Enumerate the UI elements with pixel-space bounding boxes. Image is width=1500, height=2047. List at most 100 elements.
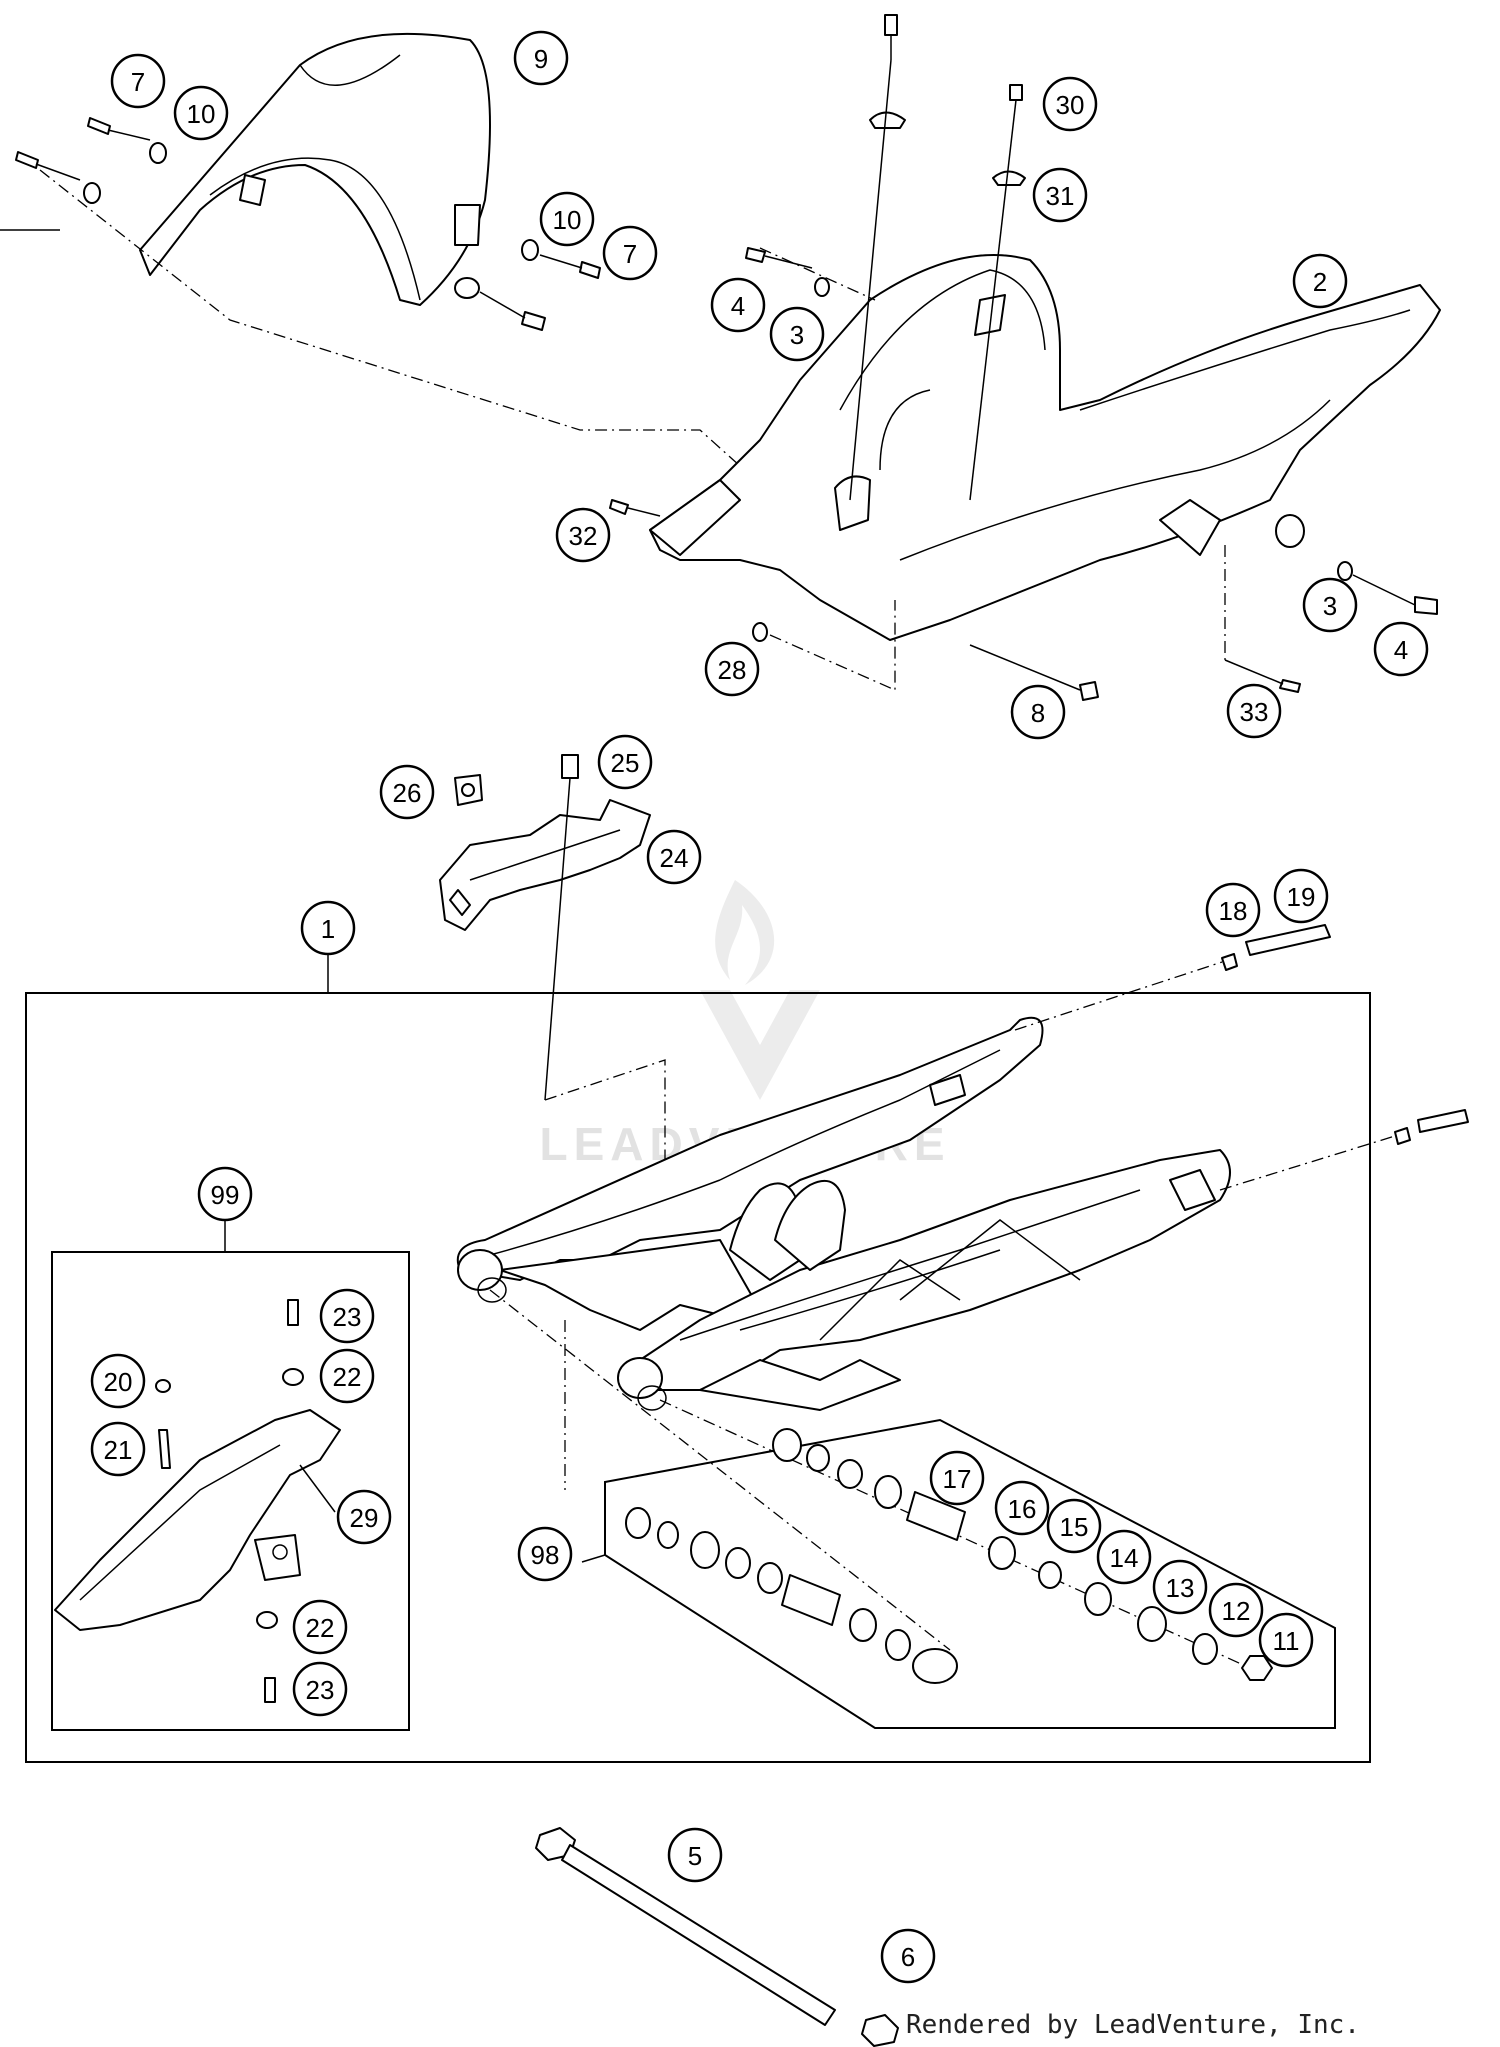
- svg-text:7: 7: [131, 67, 145, 97]
- callout-99: 99: [197, 1166, 253, 1222]
- svg-text:31: 31: [1046, 181, 1075, 211]
- leader-line: [769, 600, 896, 691]
- svg-text:3: 3: [790, 320, 804, 350]
- svg-text:18: 18: [1219, 896, 1248, 926]
- bearing-kit-box: [581, 1418, 1336, 1729]
- svg-text:98: 98: [531, 1540, 560, 1570]
- svg-text:22: 22: [333, 1362, 362, 1392]
- callout-26: 26: [379, 764, 435, 820]
- bolts-top-left: [0, 117, 601, 331]
- pivot-shaft-part: [535, 1827, 899, 2047]
- callout-23: 23: [319, 1288, 375, 1344]
- svg-text:4: 4: [731, 291, 745, 321]
- callout-16: 16: [994, 1480, 1050, 1536]
- svg-text:29: 29: [350, 1503, 379, 1533]
- callout-11: 11: [1258, 1612, 1314, 1668]
- callout-30: 30: [1042, 76, 1098, 132]
- svg-text:8: 8: [1031, 698, 1045, 728]
- leader-line: [544, 1059, 666, 1170]
- callout-17: 17: [929, 1450, 985, 1506]
- callout-1: 1: [300, 900, 356, 956]
- chain-slider-kit-box: [51, 1251, 410, 1731]
- svg-text:7: 7: [623, 239, 637, 269]
- svg-text:6: 6: [901, 1942, 915, 1972]
- callout-5: 5: [667, 1827, 723, 1883]
- svg-text:25: 25: [611, 748, 640, 778]
- callout-3: 3: [1302, 577, 1358, 633]
- svg-text:2: 2: [1313, 267, 1327, 297]
- chain-guard-part: [649, 254, 1441, 641]
- svg-text:12: 12: [1222, 1596, 1251, 1626]
- svg-text:15: 15: [1060, 1512, 1089, 1542]
- svg-text:32: 32: [569, 521, 598, 551]
- axle-adjuster-hardware: [1014, 924, 1469, 1191]
- leader-line: [489, 1289, 951, 1651]
- callout-7: 7: [602, 225, 658, 281]
- callout-23: 23: [292, 1661, 348, 1717]
- svg-text:17: 17: [943, 1464, 972, 1494]
- callout-22: 22: [319, 1348, 375, 1404]
- callout-28: 28: [704, 641, 760, 697]
- callout-10: 10: [539, 191, 595, 247]
- svg-text:11: 11: [1273, 1626, 1300, 1656]
- callout-33: 33: [1226, 683, 1282, 739]
- svg-text:16: 16: [1008, 1494, 1037, 1524]
- callout-15: 15: [1046, 1498, 1102, 1554]
- svg-text:30: 30: [1056, 90, 1085, 120]
- callout-9: 9: [513, 30, 569, 86]
- callout-4: 4: [710, 277, 766, 333]
- callout-25: 25: [597, 734, 653, 790]
- chain-slider-part: [439, 754, 651, 1101]
- callout-3: 3: [769, 306, 825, 362]
- chain-guard-cover-part: [139, 32, 491, 306]
- callout-21: 21: [90, 1421, 146, 1477]
- callout-6: 6: [880, 1928, 936, 1984]
- svg-text:10: 10: [553, 205, 582, 235]
- svg-text:3: 3: [1323, 591, 1337, 621]
- svg-text:5: 5: [688, 1841, 702, 1871]
- callout-31: 31: [1032, 167, 1088, 223]
- callout-8: 8: [1010, 684, 1066, 740]
- callout-14: 14: [1096, 1529, 1152, 1585]
- svg-text:22: 22: [306, 1613, 335, 1643]
- callout-2: 2: [1292, 253, 1348, 309]
- callout-13: 13: [1152, 1559, 1208, 1615]
- svg-text:33: 33: [1240, 697, 1269, 727]
- svg-text:4: 4: [1394, 635, 1408, 665]
- bolts-top-right: [609, 14, 1438, 701]
- callout-32: 32: [555, 507, 611, 563]
- callout-24: 24: [646, 829, 702, 885]
- callout-10: 10: [173, 85, 229, 141]
- callout-4: 4: [1373, 621, 1429, 677]
- leader-line: [759, 247, 876, 301]
- svg-text:23: 23: [306, 1675, 335, 1705]
- svg-text:10: 10: [187, 99, 216, 129]
- svg-text:19: 19: [1287, 882, 1316, 912]
- footer-credit: Rendered by LeadVenture, Inc.: [906, 2010, 1360, 2040]
- svg-text:21: 21: [104, 1435, 133, 1465]
- callout-7: 7: [110, 53, 166, 109]
- bearing-components: [625, 1428, 1273, 1684]
- callout-98: 98: [517, 1526, 573, 1582]
- svg-text:28: 28: [718, 655, 747, 685]
- svg-text:26: 26: [393, 778, 422, 808]
- svg-text:20: 20: [104, 1367, 133, 1397]
- svg-text:99: 99: [211, 1180, 240, 1210]
- callouts: 1 2 3 3 4 4 5 6 7 7 8 9 10 10 11 12 13 1…: [90, 30, 1429, 1984]
- swingarm-assembly-box: [25, 992, 1371, 1763]
- svg-text:1: 1: [321, 914, 335, 944]
- svg-text:23: 23: [333, 1302, 362, 1332]
- callout-19: 19: [1273, 868, 1329, 924]
- svg-text:9: 9: [534, 44, 548, 74]
- swingarm-part: [456, 1016, 1231, 1411]
- callout-18: 18: [1205, 882, 1261, 938]
- svg-text:24: 24: [660, 843, 689, 873]
- svg-text:13: 13: [1166, 1573, 1195, 1603]
- svg-text:14: 14: [1110, 1543, 1139, 1573]
- callout-29: 29: [336, 1489, 392, 1545]
- leader-line: [39, 169, 801, 521]
- callout-20: 20: [90, 1353, 146, 1409]
- chain-slider-detail-part: [54, 1299, 341, 1703]
- callout-22: 22: [292, 1599, 348, 1655]
